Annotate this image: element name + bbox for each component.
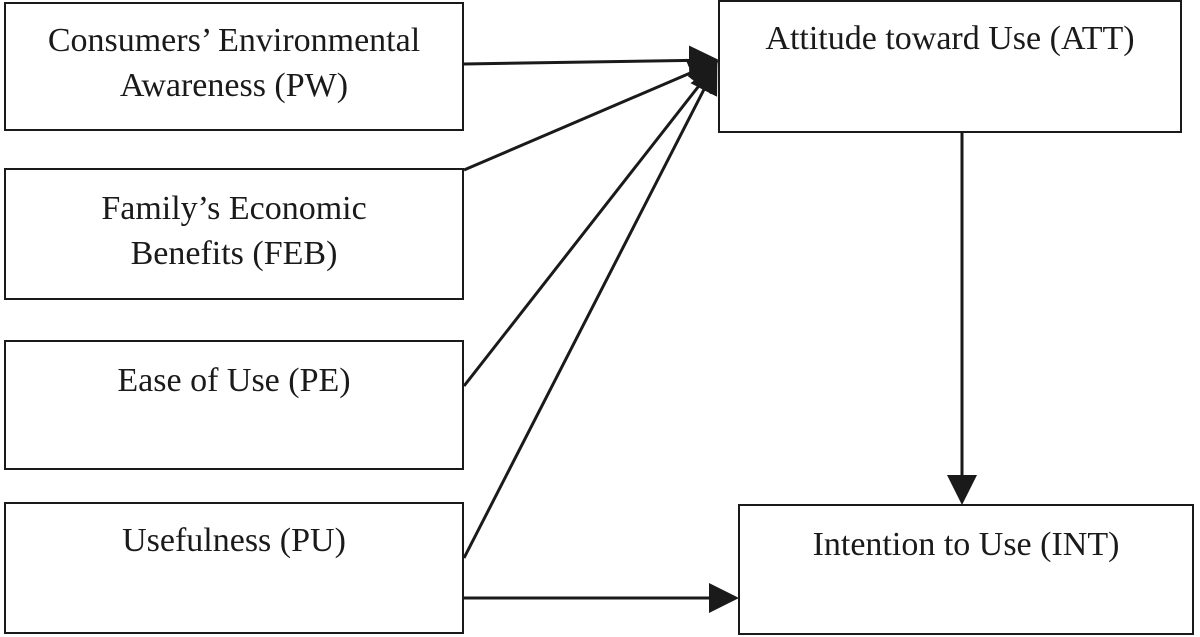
arrow-pu-to-att: [462, 63, 718, 559]
node-label-line: Intention to Use (INT): [812, 526, 1120, 563]
node-label-line: Consumers’ Environmental: [47, 22, 421, 59]
node-label-line: Benefits (FEB): [130, 235, 338, 272]
node-label-line: Family’s Economic: [101, 190, 367, 227]
arrow-feb-to-att: [463, 58, 719, 172]
node-attitude-toward-use: Attitude toward Use (ATT): [718, 0, 1182, 133]
node-label-line: Ease of Use (PE): [117, 362, 351, 399]
arrow-pw-to-att: [463, 45, 719, 76]
node-label-line: Attitude toward Use (ATT): [765, 20, 1135, 57]
node-ease-of-use: Ease of Use (PE): [4, 340, 464, 470]
node-usefulness: Usefulness (PU): [4, 502, 464, 634]
node-family-economic-benefits: Family’s Economic Benefits (FEB): [4, 168, 464, 300]
node-consumers-environmental-awareness: Consumers’ Environmental Awareness (PW): [4, 2, 464, 131]
arrow-pe-to-att: [462, 61, 718, 387]
node-label-line: Usefulness (PU): [122, 522, 346, 559]
node-label-line: Awareness (PW): [119, 67, 349, 104]
node-intention-to-use: Intention to Use (INT): [738, 504, 1194, 635]
